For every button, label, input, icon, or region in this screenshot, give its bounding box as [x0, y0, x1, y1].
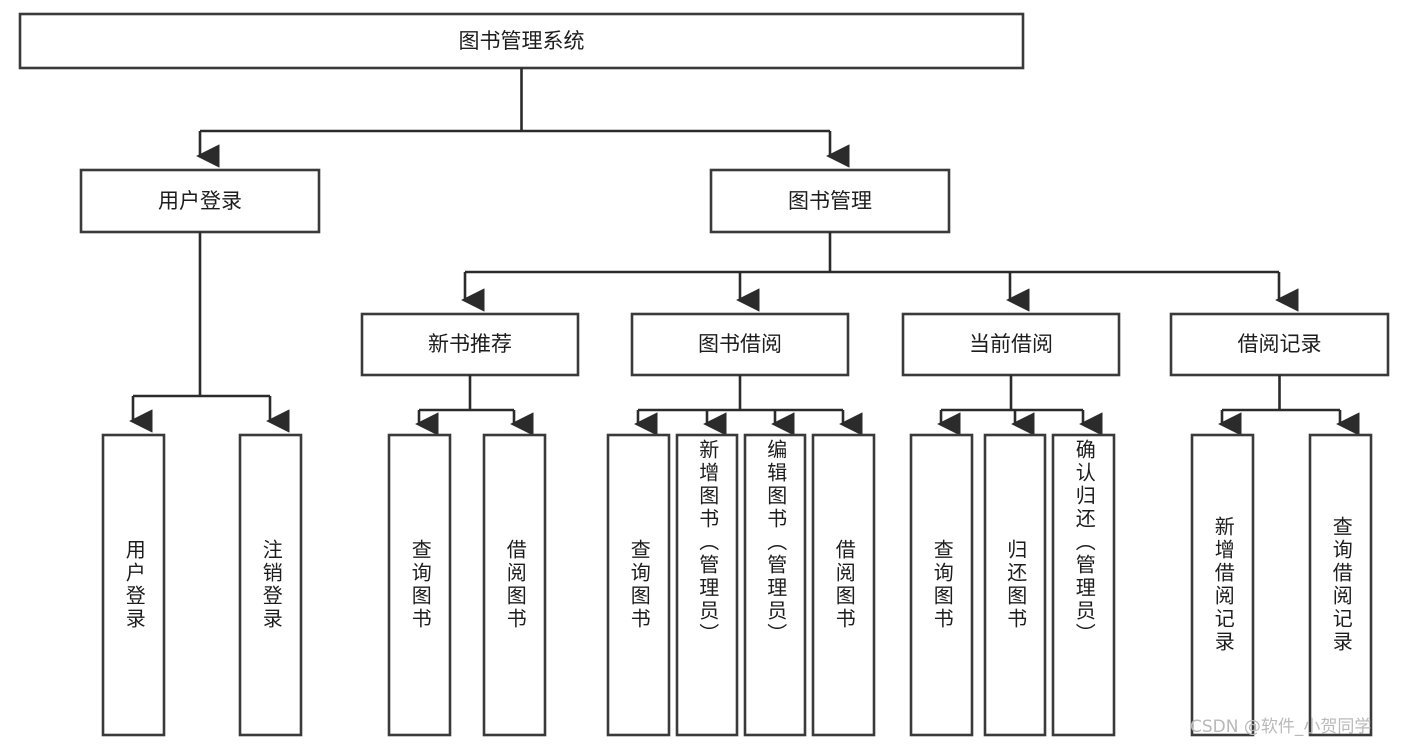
node-new-book-recommend-box[interactable] [360, 312, 580, 377]
leaf-box-return-book[interactable] [983, 433, 1047, 737]
connector-user-login-to-leaves [129, 232, 290, 433]
node-root-label: 图书管理系统 [459, 29, 585, 53]
node-borrow-record-label: 借阅记录 [1238, 332, 1322, 356]
leaf-box-query-book-2[interactable] [606, 433, 671, 737]
connector-borrow-record-to-leaves [1218, 375, 1360, 436]
node-root-box[interactable] [18, 12, 1025, 70]
leaf-box-borrow-book-2[interactable] [811, 433, 876, 737]
connector-new-book-recommend-to-leaves [415, 375, 534, 436]
node-new-book-recommend[interactable]: 新书推荐 [360, 312, 580, 377]
connector-root-to-level2 [196, 68, 850, 168]
node-book-borrow[interactable]: 图书借阅 [630, 312, 850, 377]
leaf-box-add-borrow-record[interactable] [1190, 433, 1255, 737]
node-borrow-record[interactable]: 借阅记录 [1169, 312, 1390, 377]
node-user-login-box[interactable] [79, 168, 321, 234]
leaf-box-logout[interactable] [238, 433, 303, 737]
connector-current-borrow-to-leaves [937, 375, 1103, 436]
leaf-box-confirm-return-admin[interactable] [1051, 433, 1116, 737]
leaf-box-add-book-admin[interactable] [675, 433, 739, 737]
leaf-box-user-login[interactable] [101, 433, 166, 737]
connector-book-management-to-level3 [461, 232, 1299, 312]
node-root[interactable]: 图书管理系统 [18, 12, 1025, 70]
node-book-management[interactable]: 图书管理 [709, 168, 951, 234]
node-new-book-recommend-label: 新书推荐 [428, 332, 512, 356]
node-user-login-label: 用户登录 [158, 189, 242, 213]
leaf-box-edit-book-admin[interactable] [743, 433, 807, 737]
leaf-box-query-book-3[interactable] [909, 433, 974, 737]
node-user-login[interactable]: 用户登录 [79, 168, 321, 234]
leaf-box-query-borrow-record[interactable] [1308, 433, 1373, 737]
node-current-borrow-label: 当前借阅 [969, 332, 1053, 356]
node-current-borrow[interactable]: 当前借阅 [901, 312, 1121, 377]
node-current-borrow-box[interactable] [901, 312, 1121, 377]
node-book-management-label: 图书管理 [788, 189, 872, 213]
leaf-boxes [101, 433, 1373, 737]
connector-book-borrow-to-leaves [634, 375, 863, 436]
csdn-watermark: CSDN @软件_小贺同学 [1190, 717, 1372, 737]
leaf-box-query-book-1[interactable] [387, 433, 452, 737]
node-book-borrow-label: 图书借阅 [698, 332, 782, 356]
leaf-box-borrow-book-1[interactable] [482, 433, 547, 737]
